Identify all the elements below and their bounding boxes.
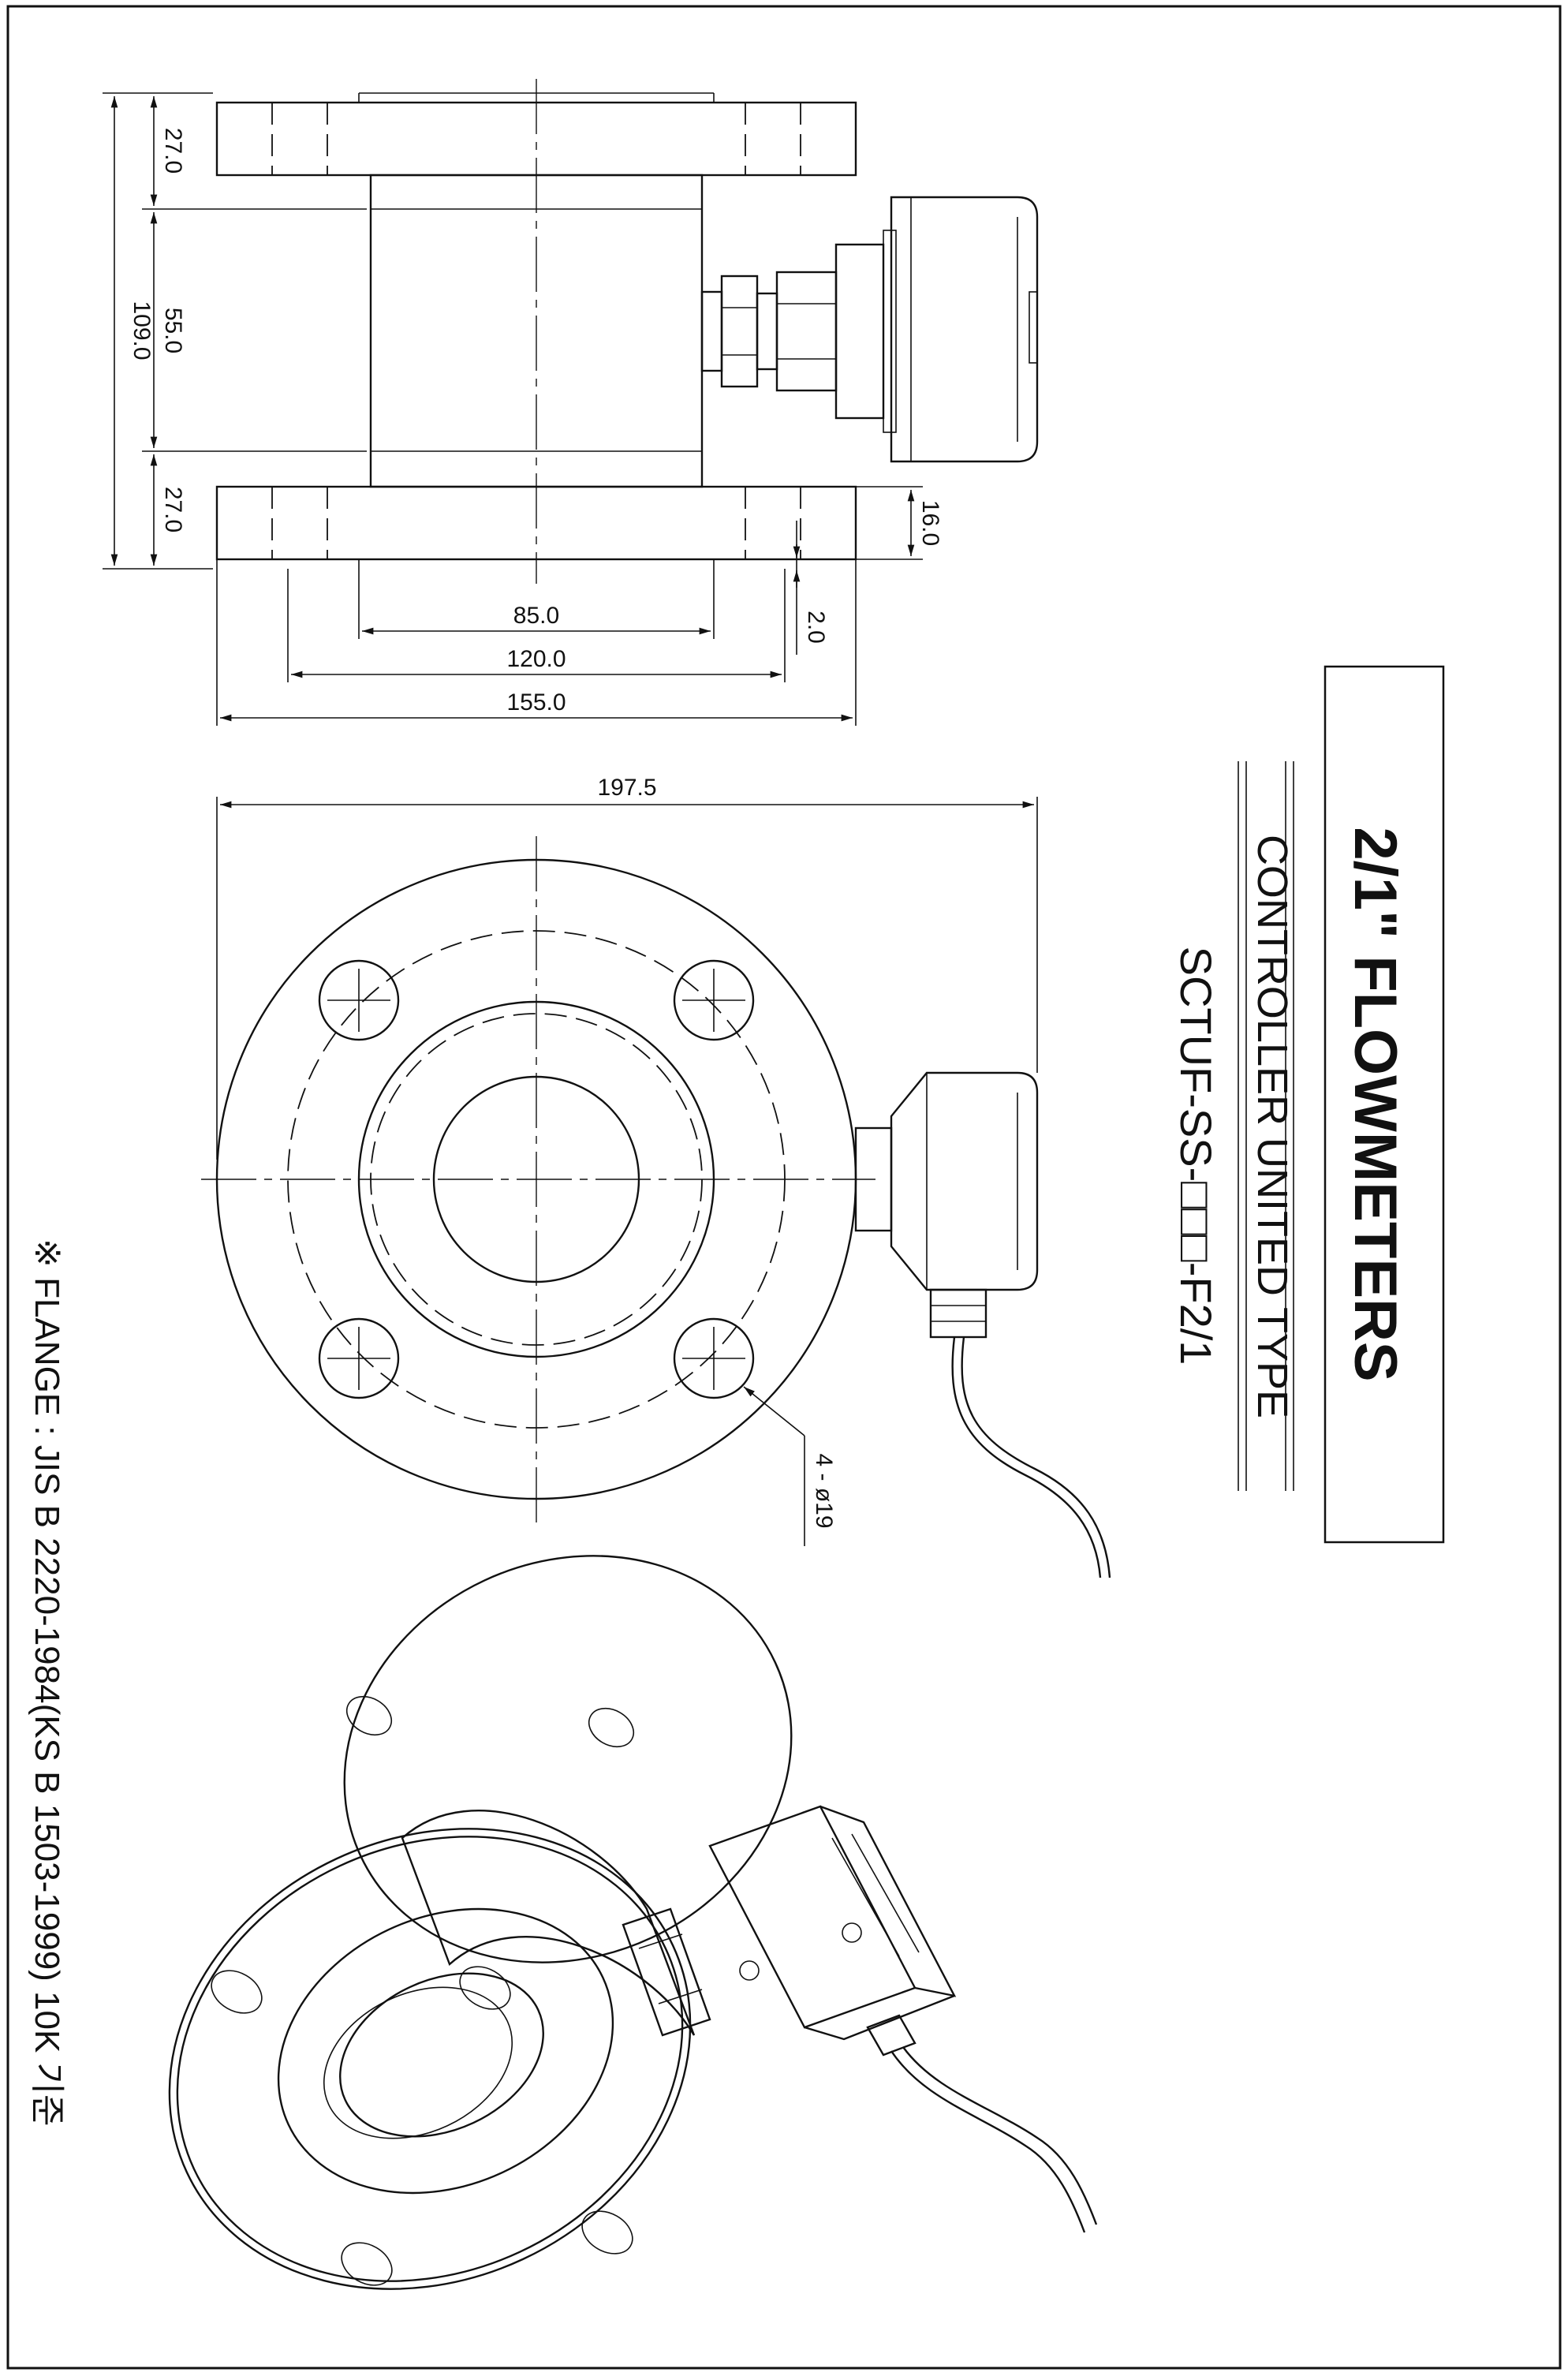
cable-iso <box>890 2050 1086 2233</box>
flange-note: ※ FLANGE : JIS B 2220-1984(KS B 1503-199… <box>28 1238 66 2127</box>
bolt-hole <box>673 959 755 1041</box>
front-flange-iso <box>168 1828 692 2290</box>
dim-bolt-circle: 120.0 <box>506 646 566 672</box>
dim-flange-thickness-top: 27.0 <box>160 128 186 174</box>
sensor-nut <box>700 290 723 372</box>
bolt-hole <box>318 1317 400 1399</box>
drawing-title: 2/1" FLOWMETERS <box>1342 827 1409 1381</box>
controller-front <box>890 1071 1039 1291</box>
controller-housing <box>890 196 1039 463</box>
dim-bolt-holes: 4 - ø19 <box>811 1453 837 1528</box>
front-view-dimensions: 197.5 4 - ø19 <box>216 775 1038 1546</box>
dim-flange-outer: 155.0 <box>506 689 566 715</box>
isometric-view <box>168 1555 1098 2290</box>
dim-flange-thickness-bottom: 27.0 <box>160 487 186 532</box>
dim-raised-face: 2.0 <box>803 611 829 644</box>
bolt-hole <box>318 959 400 1041</box>
title-block: 2/1" FLOWMETERS CONTROLLER UNITED TYPE S… <box>1171 665 1445 1544</box>
dim-overall-height: 197.5 <box>597 775 656 801</box>
title-box <box>1323 665 1445 1544</box>
cable-gland <box>929 1288 987 1339</box>
drawing-model: SCTUF-SS-□□□-F2/1 <box>1171 947 1221 1365</box>
front-view <box>201 836 1111 1578</box>
dim-overall-length: 109.0 <box>129 301 155 360</box>
dim-body-length: 55.0 <box>160 308 186 353</box>
bolt-hole <box>673 1317 755 1399</box>
side-view <box>215 79 1039 584</box>
drawing-subtitle: CONTROLLER UNITED TYPE <box>1249 835 1296 1418</box>
dim-bore: 85.0 <box>513 603 559 629</box>
drawing-border <box>6 5 1562 2370</box>
side-view-dimensions: 109.0 27.0 55.0 27.0 16.0 2.0 85.0 120.0… <box>103 92 943 726</box>
bore-iso <box>339 1972 544 2138</box>
controller-iso <box>708 1805 917 2029</box>
cable <box>951 1336 1102 1578</box>
dim-sensor-offset: 16.0 <box>917 500 943 546</box>
